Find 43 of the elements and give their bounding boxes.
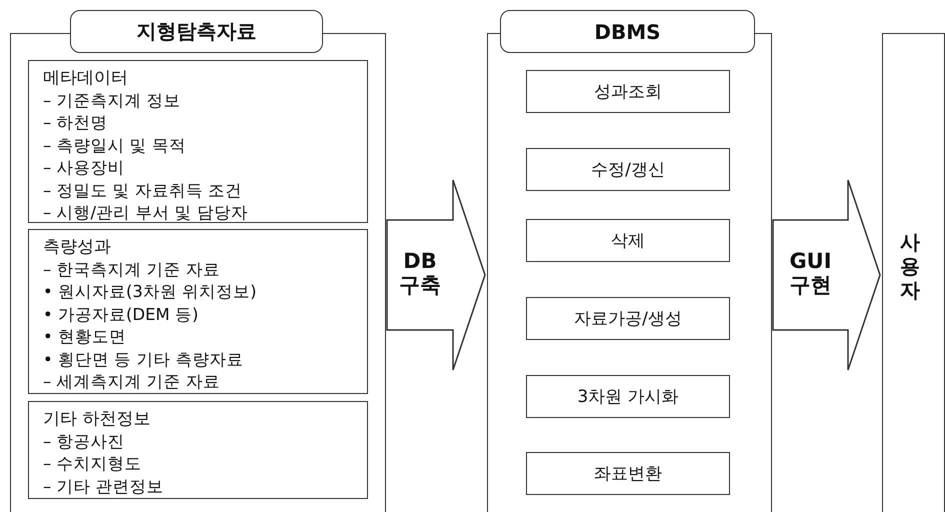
function-box: [526, 375, 730, 418]
list-item: • 가공자료(DEM 등): [43, 304, 200, 326]
box-label: 수정/갱신: [591, 159, 665, 181]
list-item: • 횡단면 등 기타 측량자료: [43, 348, 245, 370]
list-item: – 수치지형도: [43, 453, 142, 475]
block-arrow: [772, 179, 881, 371]
block-arrow: [386, 179, 486, 371]
heading-tab: DBMS: [500, 10, 755, 53]
function-box: [526, 148, 730, 191]
function-box: [526, 219, 730, 262]
vertical-label: 사용자: [899, 230, 921, 302]
list-box: [28, 401, 368, 499]
user-panel: [882, 33, 945, 512]
function-box: [526, 452, 730, 495]
panel: [487, 10, 772, 512]
list-item: • 현황도면: [43, 326, 127, 348]
list-item: – 하천명: [43, 112, 108, 134]
function-box: [526, 70, 730, 113]
box-label: 좌표변환: [594, 463, 662, 485]
list-heading: 측량성과: [43, 236, 112, 258]
edge-label: DB 구축: [398, 249, 442, 297]
list-box: [28, 229, 368, 394]
list-box: [28, 60, 368, 223]
list-heading: 기타 하천정보: [43, 408, 152, 430]
list-item: • 원시자료(3차원 위치정보): [43, 281, 258, 303]
heading-tab: 지형탐측자료: [70, 10, 323, 53]
box-label: 자료가공/생성: [574, 308, 682, 330]
list-item: – 세계측지계 기준 자료: [43, 371, 221, 393]
list-item: – 기타 관련정보: [43, 476, 165, 498]
list-item: – 측량일시 및 목적: [43, 134, 187, 156]
list-item: – 한국측지계 기준 자료: [43, 258, 221, 280]
box-label: 3차원 가시화: [577, 386, 679, 408]
panel: [10, 10, 386, 512]
list-item: – 사용장비: [43, 157, 126, 179]
box-label: 삭제: [611, 230, 645, 252]
box-label: 성과조회: [594, 81, 662, 103]
function-box: [526, 297, 730, 340]
list-item: – 기준측지계 정보: [43, 90, 182, 112]
list-item: – 항공사진: [43, 430, 126, 452]
list-heading: 메타데이터: [43, 67, 129, 90]
list-item: – 정밀도 및 자료취득 조건: [43, 180, 244, 202]
list-item: – 시행/관리 부서 및 담당자: [43, 202, 249, 224]
edge-label: GUI 구현: [788, 249, 833, 297]
